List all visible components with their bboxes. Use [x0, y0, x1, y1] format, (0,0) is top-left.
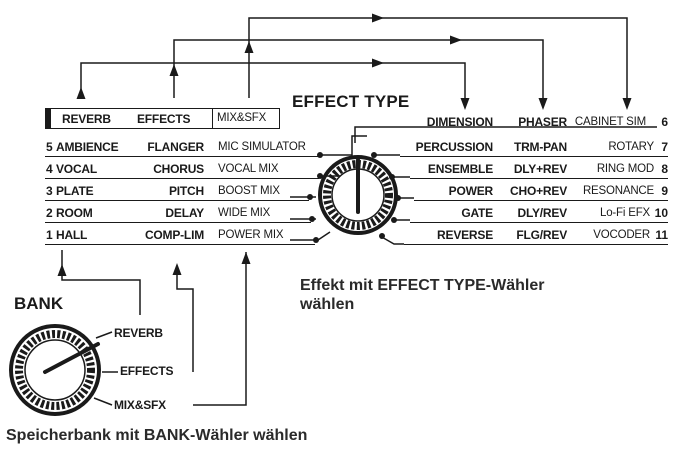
effect-type-caption-line1: Effekt mit EFFECT TYPE-Wähler	[300, 277, 545, 294]
bank-caption: Speicherbank mit BANK-Wähler wählen	[6, 427, 308, 444]
mix-type: VOCAL MIX	[218, 163, 279, 175]
row-rule	[45, 200, 309, 201]
arrow-right-reverb	[372, 58, 384, 68]
bank-route-mixsfx	[193, 252, 247, 406]
arrow-up-mixsfx	[244, 41, 254, 53]
effect-type-knob[interactable]	[318, 155, 398, 235]
mix-type: BOOST MIX	[218, 185, 280, 197]
effects-type: PITCH	[168, 184, 204, 198]
row-number: 1	[46, 228, 53, 242]
mode-effects-label: EFFECTS	[137, 112, 191, 126]
row-number: 5	[46, 140, 53, 154]
arrow-up-effects	[169, 64, 179, 76]
effects-type: CHO+REV	[510, 184, 567, 198]
bank-label-reverb: REVERB	[114, 326, 163, 340]
mode-reverb-label: REVERB	[62, 112, 111, 126]
arrow-up-bank-effects	[172, 263, 182, 275]
mix-type: VOCODER	[593, 229, 650, 241]
arrow-down-dimension	[460, 98, 470, 110]
effects-type: TRM-PAN	[513, 140, 567, 154]
reverb-type: HALL	[56, 228, 88, 242]
bank-knob-tick-mixsfx	[93, 397, 113, 406]
row-number: 8	[661, 162, 668, 176]
mode-mixsfx-label: MIX&SFX	[217, 112, 267, 124]
arrow-up-reverb	[76, 87, 86, 99]
arrow-right-mixsfx	[372, 13, 384, 23]
bank-label-mixsfx: MIX&SFX	[114, 398, 166, 412]
leader-11-right	[379, 235, 404, 245]
row-rule	[410, 222, 668, 223]
mode-box-marker	[45, 108, 51, 129]
row-rule	[404, 244, 668, 245]
row-number: 9	[661, 184, 668, 198]
mix-type: CABINET SIM	[574, 116, 646, 128]
mix-type: POWER MIX	[218, 229, 284, 241]
row-rule	[45, 244, 315, 245]
bank-knob-tick-reverb	[95, 331, 113, 339]
leader-6-right	[354, 126, 657, 143]
row-number: 2	[46, 206, 53, 220]
effects-type: CHORUS	[153, 162, 204, 176]
reverb-type: REVERSE	[437, 228, 493, 242]
row-number: 6	[661, 115, 668, 129]
mix-type: MIC SIMULATOR	[218, 141, 306, 153]
reverb-type: PERCUSSION	[415, 140, 494, 154]
row-number: 3	[46, 184, 53, 198]
effect-type-caption-line2: wählen	[300, 296, 355, 313]
reverb-type: ENSEMBLE	[427, 162, 493, 176]
arrow-down-cabinet	[622, 98, 632, 110]
reverb-type: DIMENSION	[426, 115, 493, 129]
bank-label-effects: EFFECTS	[120, 364, 174, 378]
reverb-type: GATE	[461, 206, 493, 220]
reverb-type: VOCAL	[56, 162, 98, 176]
effect-type-heading: EFFECT TYPE	[292, 92, 410, 111]
row-rule	[45, 156, 319, 157]
bank-heading: BANK	[14, 294, 64, 313]
mix-type: RING MOD	[596, 163, 654, 175]
row-number: 7	[661, 140, 668, 154]
mix-type: RESONANCE	[582, 185, 654, 197]
route-effects-to-phaser	[173, 39, 544, 98]
route-mixsfx-to-cabinet	[248, 17, 628, 98]
bank-route-effects	[176, 275, 194, 372]
reverb-type: PLATE	[56, 184, 94, 198]
effects-type: COMP-LIM	[144, 228, 204, 242]
row-rule	[45, 222, 311, 223]
row-number: 10	[654, 206, 668, 220]
row-rule	[410, 178, 668, 179]
mode-box-divider	[212, 108, 213, 129]
row-number: 4	[46, 162, 53, 176]
effects-type: DLY/REV	[517, 206, 567, 220]
arrow-up-bank-reverb	[57, 264, 67, 276]
reverb-type: AMBIENCE	[56, 140, 119, 154]
reverb-type: ROOM	[56, 206, 93, 220]
row-rule	[400, 156, 668, 157]
mix-type: Lo-Fi EFX	[600, 207, 650, 219]
leader-5-left	[320, 135, 367, 156]
arrowheads	[57, 13, 632, 276]
route-reverb-to-dimension	[80, 62, 466, 98]
effects-type: PHASER	[518, 115, 567, 129]
bank-knob-pointer	[43, 342, 100, 374]
effects-type: DLY+REV	[513, 162, 567, 176]
bank-route-reverb	[61, 250, 141, 315]
effects-type: FLANGER	[147, 140, 204, 154]
arrow-down-phaser	[538, 98, 548, 110]
mix-type: ROTARY	[608, 141, 654, 153]
row-rule	[45, 178, 319, 179]
arrow-right-effects	[450, 35, 462, 45]
row-number: 11	[655, 228, 668, 242]
mix-type: WIDE MIX	[218, 207, 271, 219]
reverb-type: POWER	[448, 184, 494, 198]
leader-1-left	[290, 231, 331, 241]
bank-knob[interactable]	[9, 324, 118, 416]
arrow-up-bank-mixsfx	[241, 252, 251, 264]
row-rule	[414, 200, 668, 201]
effects-type: DELAY	[165, 206, 204, 220]
effects-type: FLG/REV	[516, 228, 567, 242]
